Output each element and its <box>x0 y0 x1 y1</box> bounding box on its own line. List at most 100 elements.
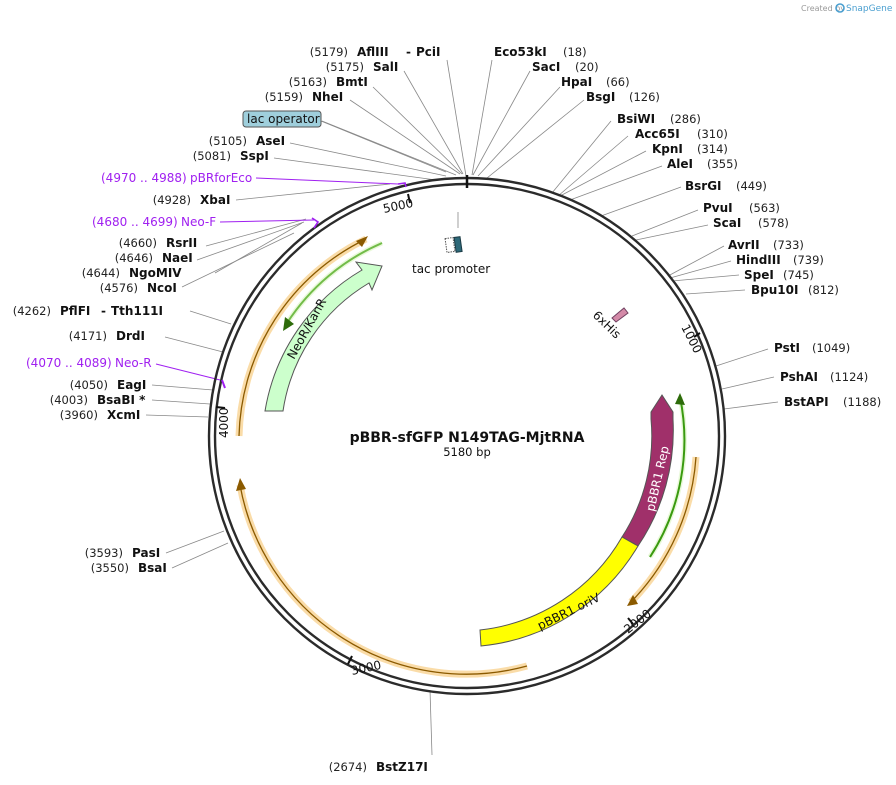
site-name: BmtI <box>336 75 368 89</box>
leader-line <box>569 165 663 201</box>
site-pos: (126) <box>629 90 660 104</box>
site-pos: (4171) <box>69 329 107 343</box>
left-site-labels: (5179) AflIII - PciI (5175) SalI (5163) … <box>13 45 441 774</box>
leader-line <box>600 186 682 217</box>
site-name: HpaI <box>561 75 592 89</box>
site-name: PciI <box>416 45 441 59</box>
green-arrowhead-left <box>283 317 294 331</box>
leader-line <box>205 218 307 247</box>
site-pos: (4928) <box>153 193 191 207</box>
primer-leader <box>155 363 221 381</box>
tick-4000 <box>215 406 226 409</box>
leader-line <box>471 59 493 176</box>
site-name: PstI <box>774 341 800 355</box>
primer-mark-pbrforeco <box>397 182 407 188</box>
tick-label-5000: 5000 <box>382 196 415 216</box>
site-pos: (5175) <box>326 60 364 74</box>
site-name: PshAI <box>780 370 818 384</box>
orf-arrowhead-right <box>627 595 638 606</box>
tac-promoter-feature[interactable] <box>444 212 463 254</box>
site-name: BsaI <box>138 561 167 575</box>
orf-arc-right <box>630 456 697 603</box>
primer-pos: (4070 .. 4089) <box>26 356 112 370</box>
leader-line <box>667 245 725 277</box>
primer-mark-neo-r <box>221 379 226 389</box>
primer-leaders <box>155 177 399 381</box>
site-pos: (563) <box>749 201 780 215</box>
site-dash: - <box>101 304 106 318</box>
tick-1000 <box>693 332 701 338</box>
site-name: NcoI <box>147 281 177 295</box>
green-arc-right <box>649 396 686 558</box>
leader-line <box>429 689 433 756</box>
leader-line <box>320 120 447 173</box>
leader-line <box>235 183 391 201</box>
site-pos: (4646) <box>115 251 153 265</box>
site-name: EagI <box>117 378 146 392</box>
site-name: AseI <box>256 134 285 148</box>
leader-line <box>145 414 209 418</box>
neor-kanr-feature[interactable] <box>264 261 383 412</box>
site-name: PvuI <box>703 201 733 215</box>
site-pos: (5163) <box>289 75 327 89</box>
tac-promoter-label: tac promoter <box>412 262 490 276</box>
site-pos: (739) <box>793 253 824 267</box>
site-name: BstZ17I <box>376 760 428 774</box>
green-arrowhead-right <box>675 393 685 405</box>
site-pos: (3960) <box>60 408 98 422</box>
site-pos: (4262) <box>13 304 51 318</box>
leader-line <box>151 399 211 405</box>
leader-line <box>403 70 464 175</box>
site-pos: (4576) <box>100 281 138 295</box>
lac-operator-box[interactable] <box>242 110 322 128</box>
leader-line <box>289 142 447 177</box>
site-name: BsrGI <box>685 179 722 193</box>
site-pos: (4644) <box>82 266 120 280</box>
tick-5000 <box>407 193 411 204</box>
primer-name: Neo-R <box>115 356 152 370</box>
site-name: SalI <box>373 60 398 74</box>
primer-pos: (4680 .. 4699) <box>92 215 178 229</box>
orf-arc-left <box>238 238 367 437</box>
plasmid-length: 5180 bp <box>443 445 491 459</box>
tick-3000 <box>347 655 353 665</box>
site-pos: (1188) <box>843 395 881 409</box>
site-name: Acc65I <box>635 127 680 141</box>
site-name: PflFI <box>60 304 90 318</box>
leader-line <box>557 135 629 197</box>
site-name: XbaI <box>200 193 230 207</box>
leader-line <box>446 59 467 177</box>
leader-line <box>164 336 224 353</box>
site-pos: (3550) <box>91 561 129 575</box>
primer-name: Neo-F <box>181 215 216 229</box>
site-name: ScaI <box>713 216 741 230</box>
site-name: BsaBI * <box>97 393 146 407</box>
site-pos: (2674) <box>329 760 367 774</box>
leader-line <box>171 542 229 569</box>
tick-label-3000: 3000 <box>350 658 383 678</box>
site-name: AvrII <box>728 238 760 252</box>
primer-labels: (4970 .. 4988) pBRforEco (4680 .. 4699) … <box>26 171 252 370</box>
site-dash: - <box>406 45 411 59</box>
site-name: NgoMIV <box>129 266 182 280</box>
leader-line <box>685 289 746 295</box>
site-pos: (18) <box>563 45 587 59</box>
leader-line <box>723 401 779 410</box>
site-pos: (314) <box>697 142 728 156</box>
site-pos: (4003) <box>50 393 88 407</box>
site-pos: (745) <box>783 268 814 282</box>
6xhis-feature[interactable] <box>611 307 629 323</box>
site-pos: (310) <box>697 127 728 141</box>
leader-line <box>715 348 769 367</box>
site-name: SspI <box>240 149 269 163</box>
leader-line <box>189 310 232 325</box>
right-site-labels: Eco53kI (18) SacI (20) HpaI (66) BsgI (1… <box>494 45 881 409</box>
site-pos: (66) <box>606 75 630 89</box>
leader-line <box>165 530 225 554</box>
pbbr1-oriv-feature[interactable] <box>479 536 639 647</box>
site-pos: (355) <box>707 157 738 171</box>
leader-line <box>214 222 303 274</box>
plasmid-name: pBBR-sfGFP N149TAG-MjtRNA <box>350 430 585 446</box>
site-name: BsgI <box>586 90 615 104</box>
site-name: BsiWI <box>617 112 655 126</box>
